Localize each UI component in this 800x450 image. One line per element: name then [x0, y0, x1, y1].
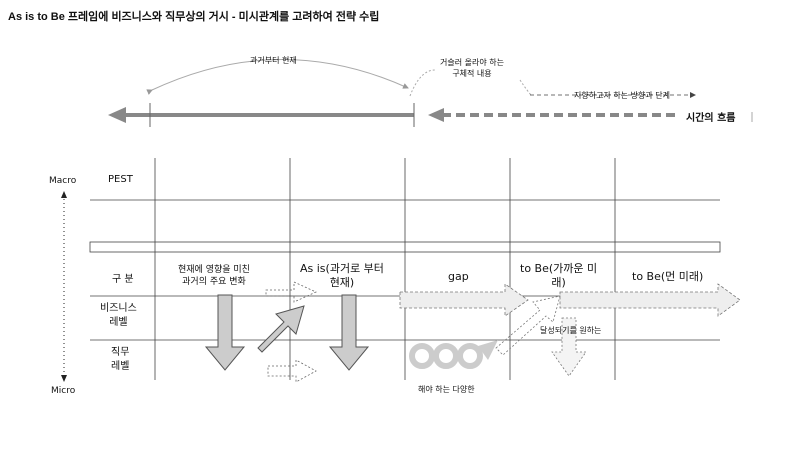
dotted-arc-future — [519, 79, 533, 97]
row-header-job: 직무 레벨 — [111, 346, 129, 374]
diagonal-up-arrow — [257, 305, 305, 353]
row-header-business-line1: 비즈니스 — [100, 303, 137, 314]
label-micro: Micro — [51, 386, 76, 396]
label-macro: Macro — [49, 176, 77, 186]
col-header-present-influence-line1: 현재에 영향을 미친 — [178, 265, 250, 275]
curved-arrow-past-present — [146, 59, 409, 95]
down-arrow-past-changes — [204, 294, 246, 371]
row-header-business: 비즈니스 레벨 — [100, 302, 137, 330]
row-header-job-line2: 레벨 — [111, 361, 130, 372]
col-header-gap: gap — [448, 270, 469, 283]
row-header-job-line1: 직무 — [111, 347, 130, 358]
dashed-down-arrow-to-be — [551, 317, 587, 377]
label-time-flow: 시간의 흐름 — [686, 113, 736, 124]
col-header-to-be-near: to Be(가까운 미 래) — [520, 262, 597, 290]
col-header-to-be-far: to Be(먼 미래) — [632, 270, 704, 283]
label-reverse-content: 거슬러 올라야 하는 구체적 내용 — [440, 57, 504, 79]
cycle-arrows — [409, 343, 483, 369]
col-header-as-is: As is(과거로 부터 현재) — [300, 262, 384, 290]
dashed-arrow-to-be — [559, 283, 741, 317]
cycle-arrow-head — [478, 340, 498, 360]
row-header-business-line2: 레벨 — [109, 317, 128, 328]
dashed-diagonal-arrow — [495, 295, 561, 356]
row-header-gubun: 구 분 — [112, 274, 134, 285]
dashed-arrow-as-is-top — [265, 281, 317, 303]
dashed-arrow-gap — [399, 283, 529, 317]
label-reverse-line1: 거슬러 올라야 하는 — [440, 58, 504, 67]
annotation-various-todo: 해야 하는 다양한 — [418, 385, 475, 394]
timeline-solid-arrowhead — [108, 107, 126, 123]
col-header-as-is-line1: As is(과거로 부터 — [300, 262, 384, 275]
page-title: As is to Be 프레임에 비즈니스와 직무상의 거시 - 미시관계를 고… — [8, 11, 380, 23]
col-header-present-influence: 현재에 영향을 미친 과거의 주요 변화 — [178, 264, 250, 288]
col-header-present-influence-line2: 과거의 주요 변화 — [182, 277, 246, 287]
dotted-arc-reverse — [409, 69, 436, 97]
col-header-to-be-near-line1: to Be(가까운 미 — [520, 262, 598, 275]
col-header-as-is-line2: 현재) — [329, 276, 355, 289]
label-future-direction: 지향하고자 하는 방향과 단계 — [574, 91, 670, 100]
down-arrow-as-is — [328, 294, 370, 371]
timeline-dashed-arrowhead — [428, 108, 444, 122]
col-header-to-be-near-line2: 래) — [551, 276, 566, 289]
label-past-to-present: 과거부터 현재 — [250, 56, 297, 65]
label-reverse-line2: 구체적 내용 — [452, 69, 492, 78]
annotation-desired-achieve: 달성되기를 원하는 — [540, 326, 602, 335]
dashed-arrow-job-level — [267, 359, 317, 383]
row-header-pest: PEST — [108, 174, 133, 185]
